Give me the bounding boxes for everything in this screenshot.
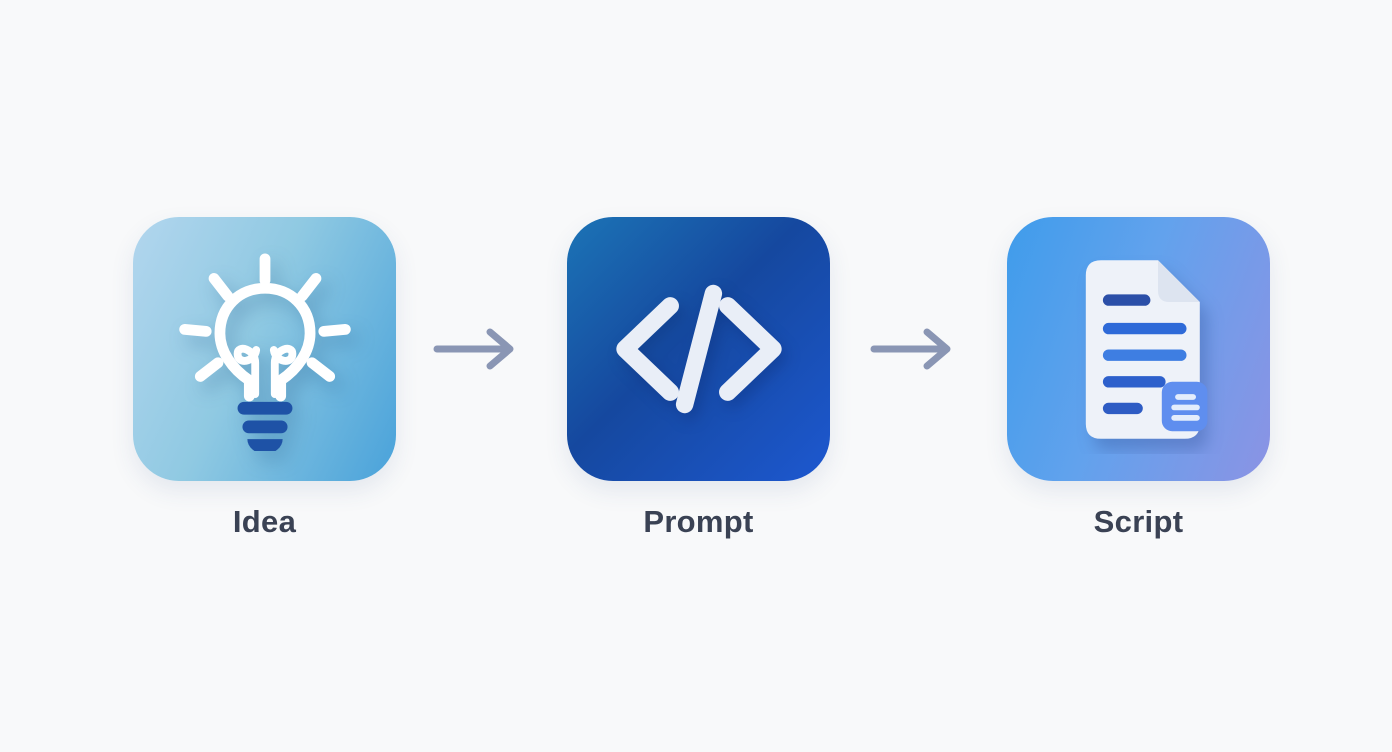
step-label-idea: Idea	[232, 504, 297, 539]
step-idea: Idea	[133, 217, 396, 540]
idea-card	[133, 217, 396, 481]
arrow-right-icon	[433, 328, 513, 370]
lightbulb-rays	[178, 253, 351, 382]
idea-to-script-flow: Idea Prompt	[133, 217, 1270, 540]
step-label-prompt: Prompt	[643, 504, 754, 539]
step-prompt: Prompt	[567, 217, 830, 540]
arrow-right-icon	[870, 328, 950, 370]
step-label-script: Script	[1093, 504, 1184, 539]
step-script: Script	[1007, 217, 1270, 540]
code-chevron-right	[718, 297, 782, 401]
script-card	[1007, 217, 1270, 481]
lightbulb-icon	[178, 253, 351, 451]
document-icon	[1085, 259, 1207, 439]
code-icon	[615, 284, 782, 414]
code-chevron-left	[615, 297, 679, 401]
lightbulb-glass	[214, 282, 315, 402]
prompt-card	[567, 217, 830, 481]
lightbulb-filament	[233, 344, 296, 398]
lightbulb-base	[237, 401, 292, 451]
document-fold	[1157, 259, 1200, 302]
document-text-lines	[1102, 293, 1186, 414]
connector-prompt-to-script	[830, 217, 1007, 481]
document-badge	[1161, 381, 1207, 431]
code-slash	[675, 284, 722, 414]
connector-idea-to-prompt	[396, 217, 567, 481]
